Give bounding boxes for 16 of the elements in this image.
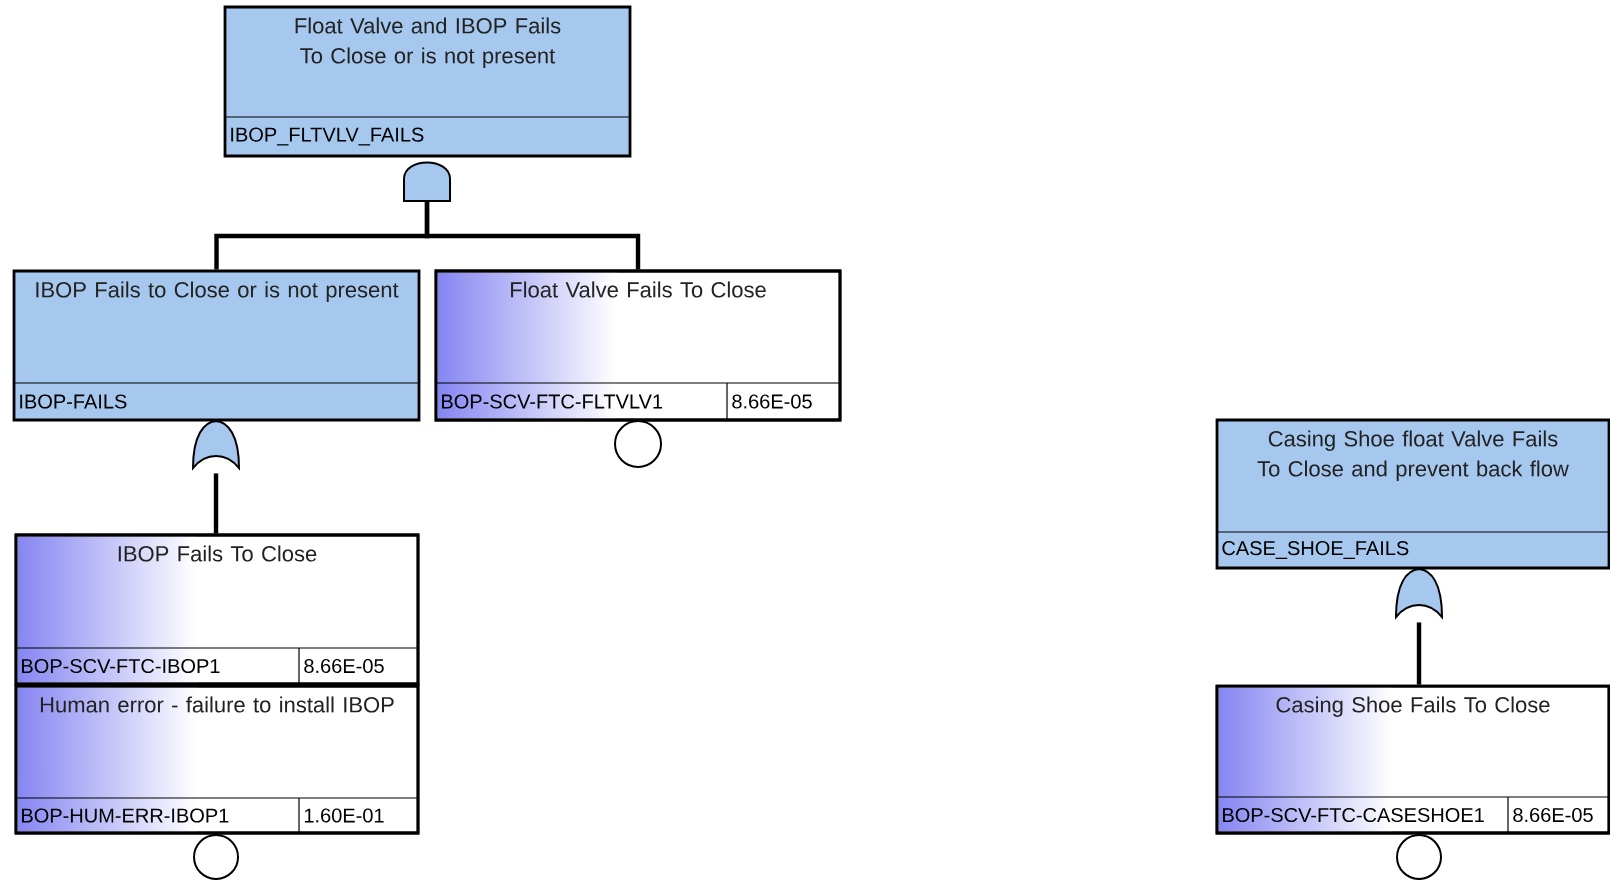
basic-event-circle: [614, 420, 662, 468]
event-box: Float Valve and IBOP Fails To Close or is not present IBOP_FLTVLV_FAILS: [223, 5, 632, 158]
and-gate: [403, 161, 451, 202]
basic-event-circle: [1396, 834, 1442, 880]
connector-line: [1416, 622, 1422, 685]
or-gate: [1395, 568, 1443, 618]
connector-line: [424, 201, 641, 270]
basic-event-box: Human error - failure to install IBOP BOP-HUM-ERR-IBOP1 1.60E-01: [14, 684, 420, 835]
basic-event-circle: [193, 834, 239, 880]
event-box: Casing Shoe float Valve Fails To Close and prevent back flow CASE_SHOE_FAILS: [1215, 418, 1610, 570]
event-box: IBOP Fails to Close or is not present IBOP-FAILS: [12, 269, 421, 422]
basic-event-box: Float Valve Fails To Close BOP-SCV-FTC-FLTVLV1 8.66E-05: [434, 269, 842, 422]
or-gate: [192, 420, 240, 469]
basic-event-box: IBOP Fails To Close BOP-SCV-FTC-IBOP1 8.66E-05: [14, 533, 420, 686]
basic-event-box: Casing Shoe Fails To Close BOP-SCV-FTC-CASESHOE1 8.66E-05: [1215, 684, 1610, 835]
connector-line: [213, 473, 219, 534]
